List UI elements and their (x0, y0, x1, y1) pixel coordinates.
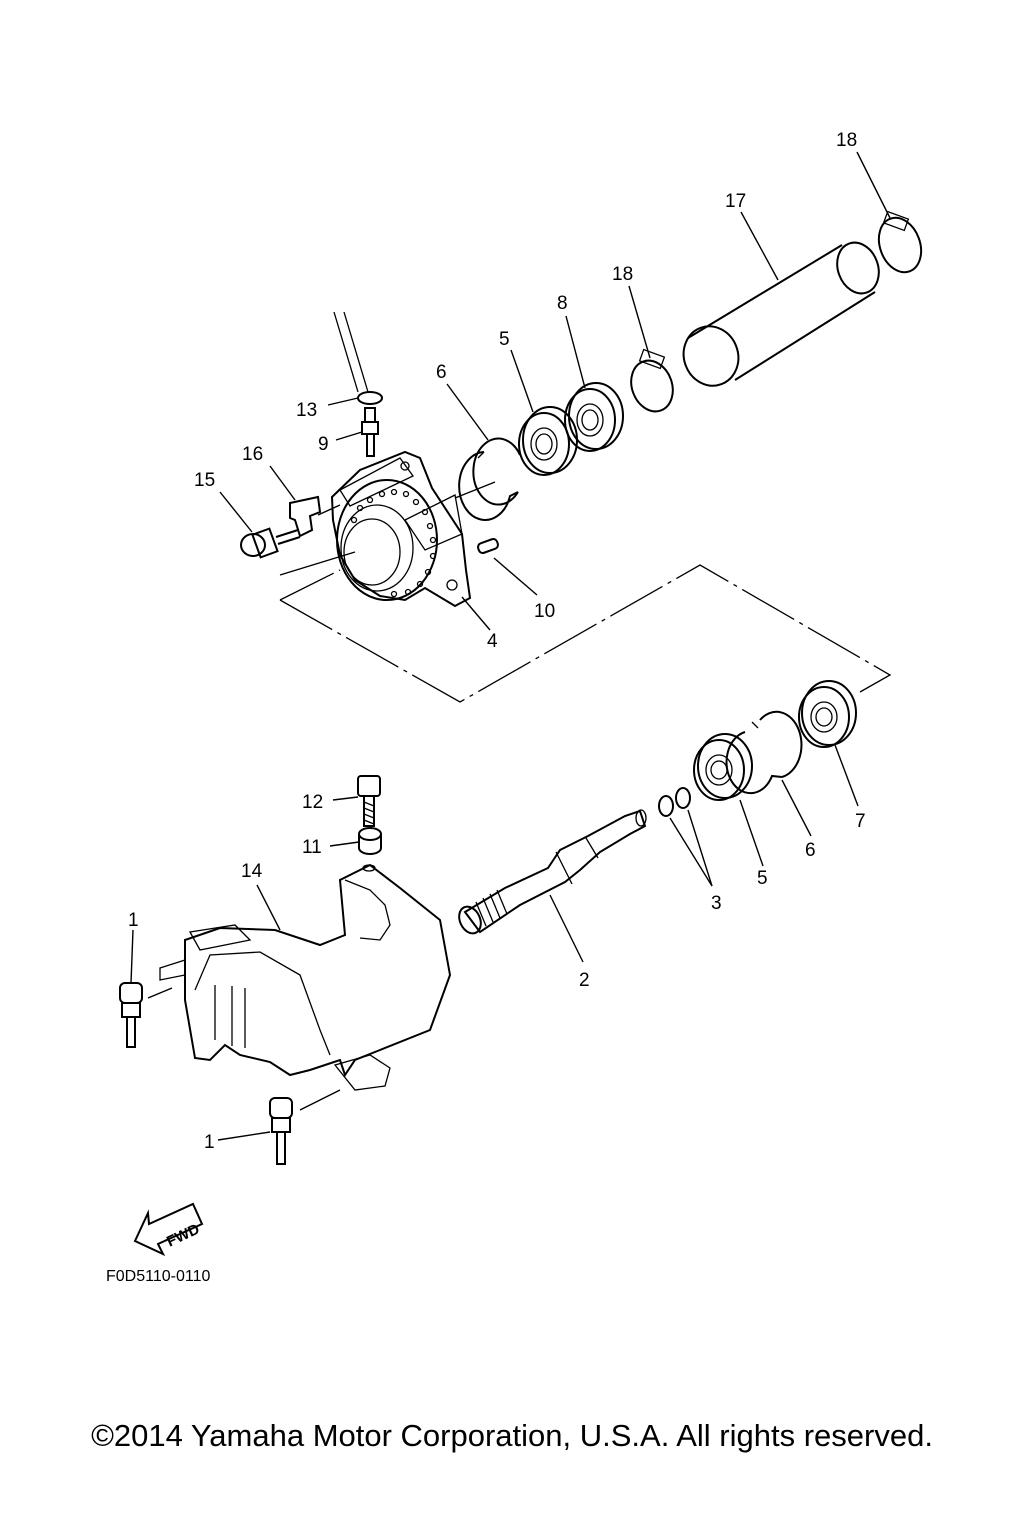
part-6-circlip-lower (725, 710, 803, 795)
part-17-hose (682, 241, 880, 387)
callout-5-upper: 5 (499, 329, 510, 350)
callout-16: 16 (242, 444, 263, 465)
part-13-clip (357, 391, 383, 405)
part-7-bearing (798, 680, 857, 748)
callout-10: 10 (534, 601, 555, 622)
part-3-o-rings (658, 787, 691, 817)
callout-5-lower: 5 (757, 868, 768, 889)
callout-1-upper: 1 (128, 910, 139, 931)
callout-6-upper: 6 (436, 362, 447, 383)
part-12-bolt (357, 775, 381, 827)
callout-12: 12 (302, 792, 323, 813)
callout-6-lower: 6 (805, 840, 816, 861)
callout-14: 14 (241, 861, 263, 882)
assembly-line (279, 564, 892, 703)
part-18-hose-clamp-lower (630, 348, 674, 413)
part-14-cover (159, 863, 452, 1091)
callout-4: 4 (487, 631, 498, 652)
part-8-bearing (564, 382, 624, 452)
callout-11: 11 (302, 837, 322, 858)
part-6-circlip-upper (458, 437, 521, 521)
part-18-hose-clamp-upper (877, 210, 923, 274)
callout-1-lower: 1 (204, 1132, 215, 1153)
figure-code: F0D5110-0110 (106, 1268, 211, 1285)
callout-numbers: 18 17 18 8 5 6 13 9 16 15 10 4 7 6 5 3 2… (128, 130, 866, 1153)
callout-17: 17 (725, 191, 746, 212)
callout-7: 7 (855, 811, 866, 832)
callout-2: 2 (579, 970, 590, 991)
callout-18-upper: 18 (836, 130, 857, 151)
part-16-plate (289, 495, 322, 538)
part-2-drive-shaft (458, 809, 647, 935)
callout-3: 3 (711, 893, 722, 914)
callout-15: 15 (194, 470, 215, 491)
part-10-dowel-pin (477, 538, 499, 554)
callout-13: 13 (296, 400, 317, 421)
copyright-notice: ©2014 Yamaha Motor Corporation, U.S.A. A… (91, 1418, 933, 1453)
fwd-label: FWD (164, 1221, 202, 1251)
callout-18-lower: 18 (612, 264, 633, 285)
water-hose-line (333, 311, 369, 393)
fwd-arrow-icon: FWD (133, 1202, 204, 1257)
part-5-bearing-lower (693, 733, 753, 801)
part-5-bearing-upper (518, 406, 578, 476)
part-4-housing (330, 450, 472, 608)
callout-8: 8 (557, 293, 568, 314)
callout-9: 9 (318, 434, 329, 455)
part-15-bolt (240, 527, 301, 559)
leader-lines (130, 151, 891, 1141)
part-9-nipple (361, 407, 379, 457)
part-1-bolt-upper (119, 982, 143, 1048)
part-1-bolt-lower (269, 1097, 293, 1165)
part-11-collar (358, 827, 382, 855)
